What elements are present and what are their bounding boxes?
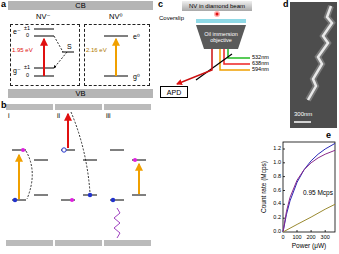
conduction-band: CB [8,1,153,11]
diamond-beam: NV in diamond beam [182,1,252,11]
axis-title: Power (μW) [292,243,326,250]
panel-letter: d [283,0,289,9]
node-label: Oil immersion objective [199,31,243,43]
node-text: S [67,43,72,50]
nv-zero-box: NV⁰e⁰g⁰2.16 eV [84,24,150,86]
data-curve [283,150,335,232]
annotation: 0.95 Mcps [303,190,333,197]
sem-image [290,2,337,128]
node-label: CB [75,2,85,10]
node-label: NV⁰ [109,13,122,21]
node-text: g⁻ [13,67,21,74]
dichroic-mirror [196,54,232,80]
node-label: NV⁻ [36,13,50,21]
node-label: APD [167,89,181,96]
annotation: 594nm [252,67,269,73]
nv-glow [214,11,220,17]
nanobeam [308,6,332,100]
tick-label: 0 [281,235,284,241]
panel-letter: c [158,0,163,9]
node-text: g⁰ [133,73,140,80]
node-text: ±1 [24,65,30,71]
plot-frame [283,142,335,232]
annotation: 300nm [294,111,312,117]
process-diagram [55,104,102,246]
node-text: 2.16 eV [86,47,107,53]
node-label: Coverslip [159,15,184,21]
valence-band: VB [8,89,153,99]
node-text: e⁰ [133,33,140,40]
excitation-arrow [115,39,117,76]
annotation: 532nm [252,55,269,61]
data-curve [283,204,335,232]
panel-letter: e [326,131,331,140]
tick-label: 0.8 [273,174,281,180]
node-text: 1.95 eV [12,47,33,53]
annotation: ii [57,112,60,119]
nv-minus-box: NV⁻e⁻±10±10g⁻1.95 eVS [10,24,80,86]
data-curve [283,143,335,232]
detector-box: APD [160,86,188,98]
tick-label: 1.2 [273,146,281,152]
tick-label: 0.4 [273,202,281,208]
annotation: i [8,112,10,119]
nv-center [216,13,219,16]
node-text: ±1 [24,26,30,32]
decay-path [54,36,67,68]
axis-title: Count rate (Mcps) [261,161,268,213]
node-label: VB [75,90,85,98]
node-text: 0 [26,73,29,79]
nanobeam-glow [308,6,332,100]
tick-label: 100 [292,235,301,241]
node-text: 0 [26,33,29,39]
laser-beam [228,49,250,58]
tick-label: 0.6 [273,188,281,194]
panel-letter: b [1,101,7,110]
objective-lens: Oil immersion objective [196,25,246,49]
annotation: 638nm [252,61,269,67]
energy-levels [34,29,128,76]
tick-label: 1.0 [273,160,281,166]
node-label: NV in diamond beam [189,3,245,9]
tick-label: 300 [321,235,330,241]
scale-bar [294,121,311,123]
tick-label: 0.0 [273,229,281,235]
tick-label: 0.2 [273,215,281,221]
panel-letter: a [1,0,6,9]
process-diagram [104,104,151,246]
coverslip: Coverslip [196,19,246,23]
detection-beam [177,49,212,84]
annotation: iii [106,112,111,119]
process-diagram [6,104,53,246]
tick-label: 200 [307,235,316,241]
node-text: e⁻ [13,28,21,35]
excitation-arrow [43,39,45,76]
